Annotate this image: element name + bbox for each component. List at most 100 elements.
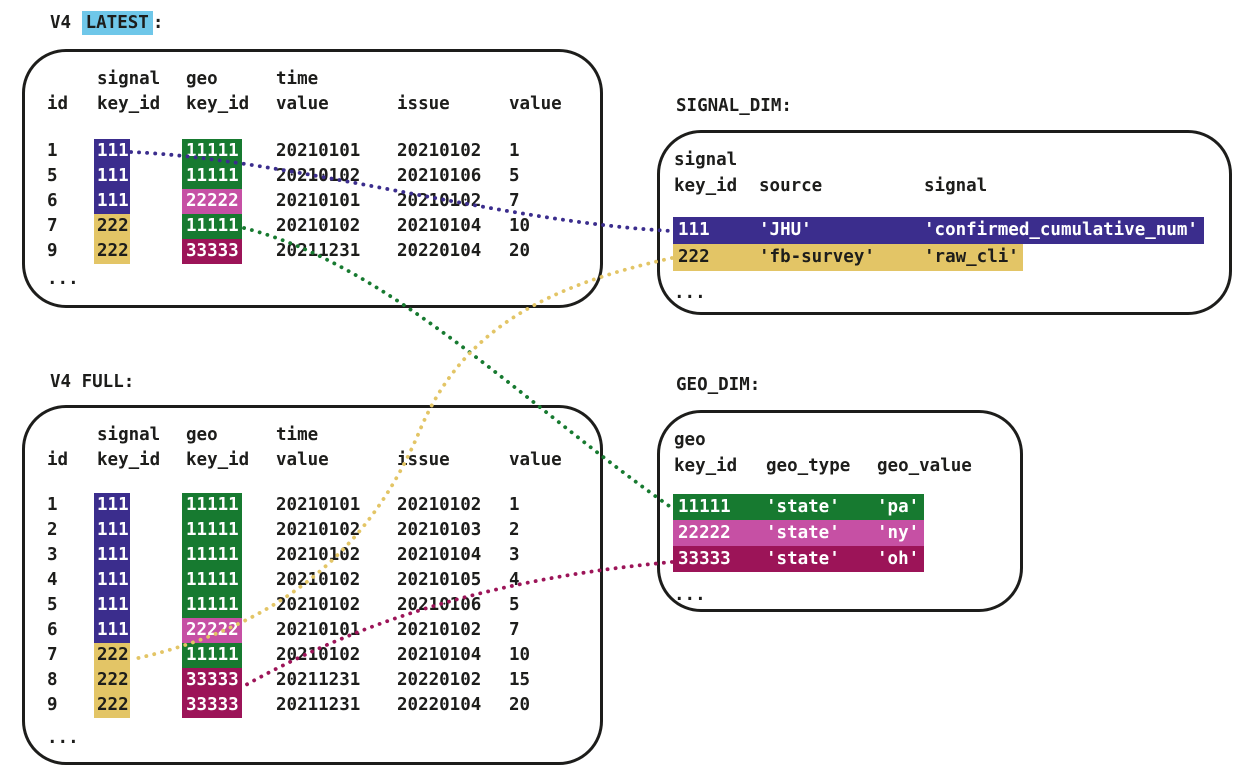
v4-full-cell-value: 5	[509, 595, 520, 615]
v4-full-column-header: value	[509, 450, 562, 470]
geo-dim-column-header: geo_value	[877, 456, 972, 476]
v4-full-cell-issue: 20210102	[397, 495, 482, 515]
signal-dim-cell-key-id: 222	[678, 247, 710, 267]
v4-full-cell-issue: 20210106	[397, 595, 482, 615]
signal-dim-cell-source: 'JHU'	[759, 220, 812, 240]
v4-full-cell-geo-key-id: 11111	[182, 568, 242, 593]
v4-full-cell-time-value: 20210101	[276, 495, 361, 515]
geo-dim-column-header: geo	[674, 430, 706, 450]
geo-dim-row-highlight	[673, 494, 924, 520]
v4-full-cell-issue: 20210103	[397, 520, 482, 540]
v4-latest-column-header: value	[509, 94, 562, 114]
v4-latest-title-prefix: V4	[50, 13, 82, 33]
v4-full-cell-geo-key-id: 11111	[182, 493, 242, 518]
v4-full-cell-value: 15	[509, 670, 531, 690]
geo-dim-column-header: geo_type	[766, 456, 851, 476]
v4-full-cell-time-value: 20211231	[276, 670, 361, 690]
geo-dim-cell-geo-type: 'state'	[766, 523, 840, 543]
v4-latest-cell-geo-key-id: 33333	[182, 239, 242, 264]
v4-latest-column-header: issue	[397, 94, 450, 114]
v4-full-cell-time-value: 20210102	[276, 570, 361, 590]
geo-dim-row-highlight	[673, 520, 924, 546]
v4-full-column-header: signal	[97, 425, 161, 445]
v4-full-cell-signal-key-id: 222	[94, 643, 130, 668]
v4-full-cell-id: 2	[47, 520, 58, 540]
v4-full-cell-id: 7	[47, 645, 58, 665]
v4-full-cell-geo-key-id: 11111	[182, 593, 242, 618]
v4-latest-column-header: key_id	[186, 94, 250, 114]
v4-latest-cell-issue: 20210102	[397, 191, 482, 211]
geo-dim-cell-geo-value: 'oh'	[877, 549, 920, 569]
v4-full-column-header: key_id	[186, 450, 250, 470]
v4-latest-cell-issue: 20210104	[397, 216, 482, 236]
v4-full-cell-signal-key-id: 111	[94, 543, 130, 568]
v4-latest-cell-signal-key-id: 222	[94, 239, 130, 264]
v4-latest-cell-time-value: 20210101	[276, 141, 361, 161]
v4-full-cell-signal-key-id: 222	[94, 668, 130, 693]
v4-full-cell-geo-key-id: 33333	[182, 668, 242, 693]
geo-dim-cell-key-id: 11111	[678, 497, 731, 517]
v4-full-cell-geo-key-id: 11111	[182, 543, 242, 568]
v4-full-cell-time-value: 20210101	[276, 620, 361, 640]
v4-full-column-header: key_id	[97, 450, 161, 470]
v4-full-cell-issue: 20220102	[397, 670, 482, 690]
signal-dim-cell-source: 'fb-survey'	[759, 247, 875, 267]
v4-latest-ellipsis: ...	[47, 269, 79, 289]
signal-dim-column-header: signal	[674, 150, 738, 170]
v4-full-cell-id: 9	[47, 695, 58, 715]
v4-full-cell-id: 5	[47, 595, 58, 615]
v4-latest-cell-issue: 20210106	[397, 166, 482, 186]
v4-latest-column-header: id	[47, 94, 69, 114]
signal-dim-cell-signal: 'raw_cli'	[924, 247, 1019, 267]
signal-dim-ellipsis: ...	[674, 283, 706, 303]
v4-full-cell-time-value: 20210102	[276, 520, 361, 540]
v4-full-column-header: geo	[186, 425, 218, 445]
v4-full-cell-id: 8	[47, 670, 58, 690]
v4-full-cell-id: 1	[47, 495, 58, 515]
v4-latest-cell-signal-key-id: 111	[94, 189, 130, 214]
v4-latest-cell-id: 6	[47, 191, 58, 211]
v4-full-column-header: time	[276, 425, 319, 445]
v4-latest-cell-time-value: 20211231	[276, 241, 361, 261]
v4-full-column-header: value	[276, 450, 329, 470]
v4-latest-cell-geo-key-id: 11111	[182, 139, 242, 164]
signal-dim-cell-signal: 'confirmed_cumulative_num'	[924, 220, 1198, 240]
v4-full-cell-signal-key-id: 222	[94, 693, 130, 718]
signal-dim-row-highlight	[673, 217, 1204, 244]
v4-latest-cell-id: 9	[47, 241, 58, 261]
v4-full-title: V4 FULL:	[50, 372, 135, 392]
v4-full-cell-geo-key-id: 11111	[182, 643, 242, 668]
v4-full-cell-value: 7	[509, 620, 520, 640]
v4-full-cell-issue: 20210102	[397, 620, 482, 640]
v4-latest-column-header: signal	[97, 69, 161, 89]
v4-latest-cell-id: 5	[47, 166, 58, 186]
v4-full-cell-geo-key-id: 11111	[182, 518, 242, 543]
latest-highlight: LATEST	[81, 11, 153, 35]
v4-latest-cell-value: 7	[509, 191, 520, 211]
geo-dim-cell-key-id: 33333	[678, 549, 731, 569]
v4-full-cell-signal-key-id: 111	[94, 618, 130, 643]
signal-dim-title: SIGNAL_DIM:	[676, 96, 792, 116]
v4-latest-column-header: time	[276, 69, 319, 89]
v4-latest-cell-signal-key-id: 111	[94, 139, 130, 164]
v4-latest-cell-issue: 20210102	[397, 141, 482, 161]
v4-latest-column-header: geo	[186, 69, 218, 89]
geo-dim-cell-geo-value: 'pa'	[877, 497, 920, 517]
v4-full-cell-id: 3	[47, 545, 58, 565]
v4-latest-cell-value: 20	[509, 241, 531, 261]
v4-full-column-header: id	[47, 450, 69, 470]
v4-full-ellipsis: ...	[47, 728, 79, 748]
geo-dim-cell-geo-type: 'state'	[766, 497, 840, 517]
v4-full-cell-time-value: 20210102	[276, 645, 361, 665]
v4-full-cell-signal-key-id: 111	[94, 568, 130, 593]
signal-dim-column-header: signal	[924, 176, 988, 196]
v4-latest-title: V4 LATEST:	[50, 11, 163, 35]
signal-dim-row-highlight	[673, 244, 1023, 271]
v4-full-cell-value: 1	[509, 495, 520, 515]
v4-latest-cell-value: 10	[509, 216, 531, 236]
geo-dim-cell-geo-value: 'ny'	[877, 523, 920, 543]
